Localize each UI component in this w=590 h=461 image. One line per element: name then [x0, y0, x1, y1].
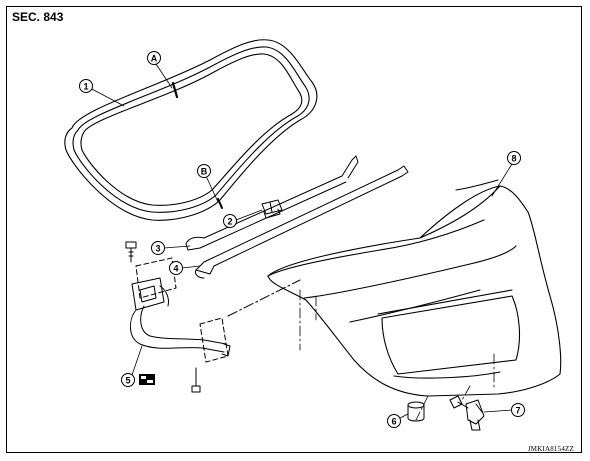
trunk-lid	[267, 179, 562, 397]
torsion-bar-lower	[195, 165, 409, 279]
svg-text:2: 2	[227, 217, 232, 227]
callout-2: 2	[223, 214, 237, 228]
svg-text:A: A	[151, 54, 158, 64]
drawing-code: JMKIA8154ZZ	[527, 445, 574, 453]
svg-text:7: 7	[515, 406, 520, 416]
weatherstrip	[64, 39, 318, 221]
striker-part	[449, 395, 485, 431]
svg-text:5: 5	[125, 376, 130, 386]
diagram-frame	[6, 6, 582, 453]
svg-text:1: 1	[83, 82, 88, 92]
hinge-assembly	[125, 241, 301, 393]
leader-lines	[89, 63, 513, 419]
callout-1: 1	[79, 79, 93, 93]
svg-text:6: 6	[391, 417, 396, 427]
svg-text:8: 8	[511, 154, 516, 164]
callout-A: A	[147, 51, 161, 65]
svg-text:3: 3	[155, 244, 160, 254]
callout-4: 4	[169, 261, 183, 275]
callout-B: B	[197, 164, 211, 178]
callout-8: 8	[507, 151, 521, 165]
callout-3: 3	[151, 241, 165, 255]
svg-text:4: 4	[173, 264, 178, 274]
bumper-part	[407, 401, 425, 422]
callout-6: 6	[387, 414, 401, 428]
svg-text:B: B	[201, 167, 208, 177]
torsion-bar-upper	[185, 155, 359, 251]
section-label: SEC. 843	[12, 10, 64, 24]
centerlines	[299, 289, 495, 421]
callout-5: 5	[121, 373, 135, 387]
callout-7: 7	[511, 403, 525, 417]
torque-symbol-icon	[139, 374, 155, 385]
